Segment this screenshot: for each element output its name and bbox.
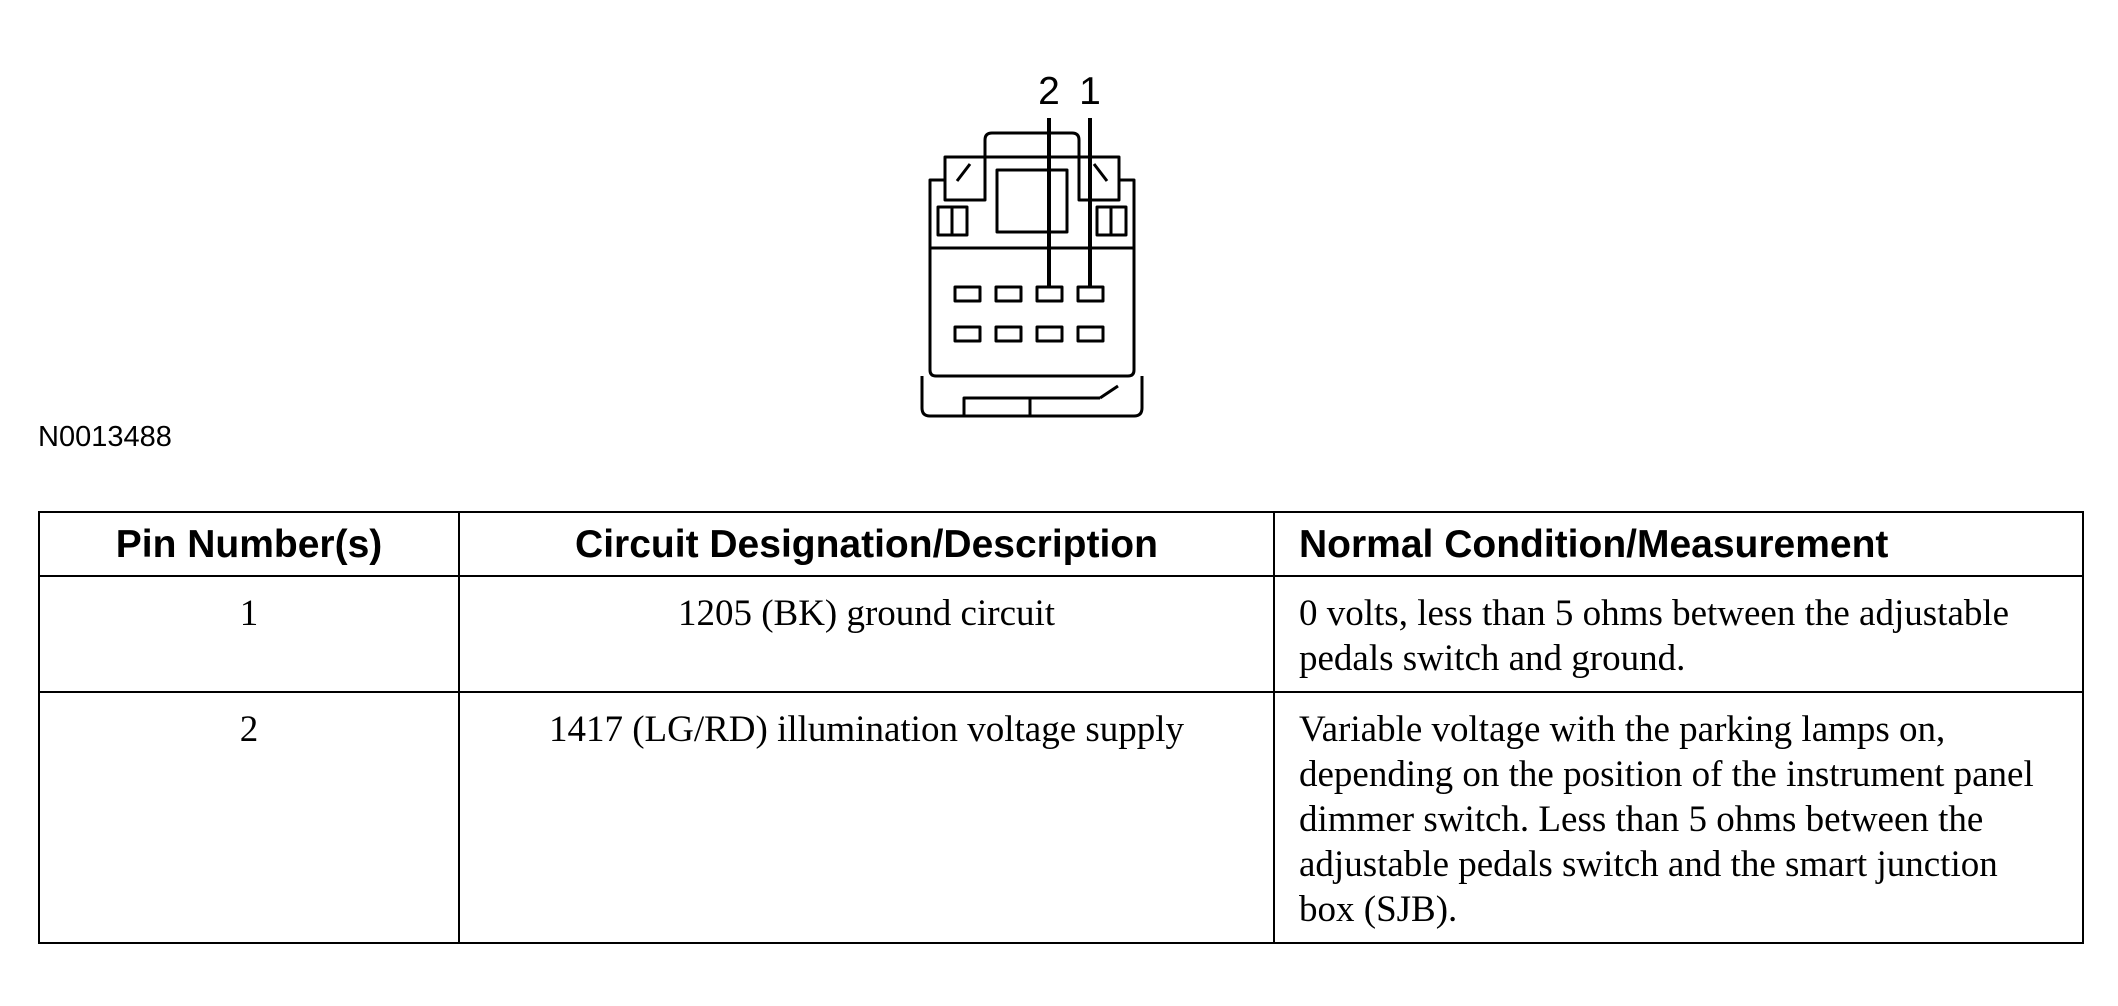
connector-window [995,168,1069,234]
pin-cavity [994,325,1023,343]
connector-latch [983,131,1081,157]
condition-cell: 0 volts, less than 5 ohms between the ad… [1273,575,2084,693]
header-pin-numbers: Pin Number(s) [38,511,460,577]
table-header-row: Pin Number(s) Circuit Designation/Descri… [38,511,2084,577]
connector-skirt [920,376,1144,418]
pin-cavity [994,285,1023,303]
connector-bottom-slot [962,396,1032,416]
pin-cavity-1 [1076,285,1105,303]
header-circuit-description: Circuit Designation/Description [458,511,1275,577]
circuit-cell: 1417 (LG/RD) illumination voltage supply [458,691,1275,944]
table-row: 2 1417 (LG/RD) illumination voltage supp… [38,691,2084,944]
pin-label-1: 1 [1079,70,1101,113]
pin-cavity [1035,325,1064,343]
connector-left-ramp [955,163,972,182]
pin-number-cell: 2 [38,691,460,944]
pin-number-cell: 1 [38,575,460,693]
connector-upper-body [928,155,1136,248]
connector-left-shoulder [943,157,987,202]
pin-label-2: 2 [1038,70,1060,113]
header-normal-condition: Normal Condition/Measurement [1273,511,2084,577]
pin-cavity [953,325,982,343]
connector-right-shoulder [1077,157,1121,202]
pin-cavity [1076,325,1105,343]
connector-main-body [928,246,1136,378]
condition-cell: Variable voltage with the parking lamps … [1273,691,2084,944]
pin-table: Pin Number(s) Circuit Designation/Descri… [38,511,2084,944]
circuit-cell: 1205 (BK) ground circuit [458,575,1275,693]
pin-cavity [953,285,982,303]
connector-right-ramp [1092,163,1109,182]
figure-id: N0013488 [38,421,172,453]
table-row: 1 1205 (BK) ground circuit 0 volts, less… [38,575,2084,693]
connector-diagram: 2 1 [920,70,1144,418]
pin-cavity-2 [1035,285,1064,303]
